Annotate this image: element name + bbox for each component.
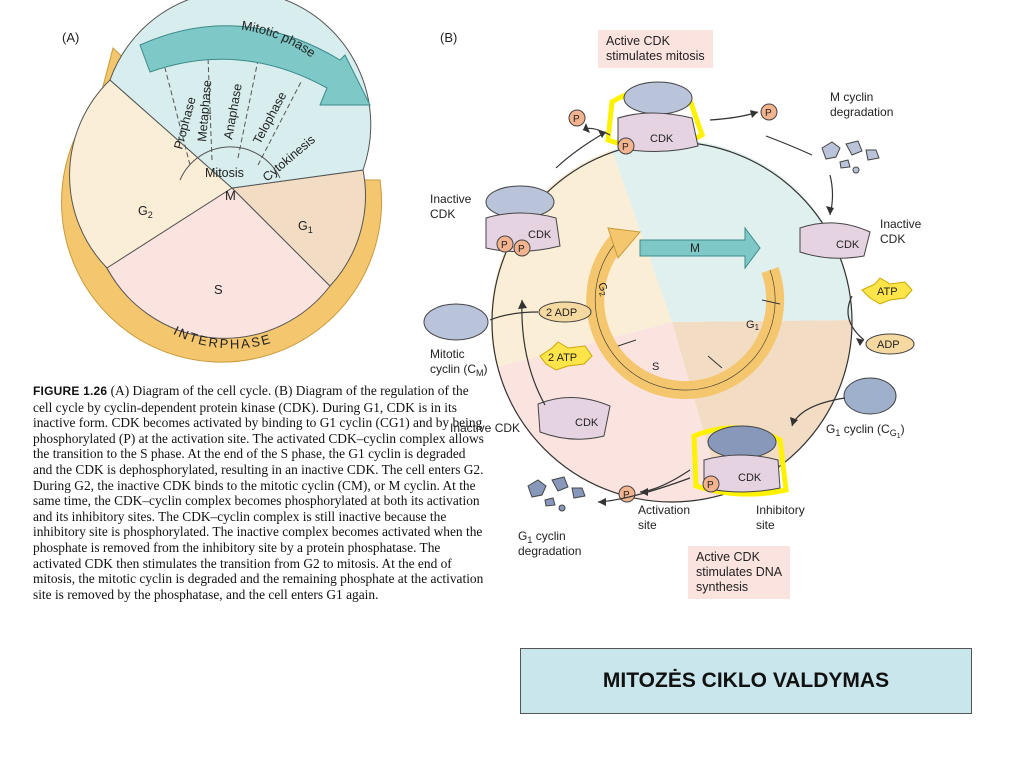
cdk-left-top-label: CDK	[528, 229, 552, 241]
inhibitory-site-line2: site	[756, 518, 775, 532]
mitotic-cyclin-shape	[423, 303, 489, 341]
cell-cycle-diagram: Mitotic phase Prophase Metaphase Anaphas…	[61, 0, 383, 363]
slide-title-box: MITOZĖS CIKLO VALDYMAS	[520, 648, 972, 714]
p-top-label: P	[622, 142, 629, 153]
mitosis-label: Mitosis	[205, 166, 244, 180]
g1-cyclin-deg-line2: degradation	[518, 544, 581, 558]
inner-g2-label: G2	[594, 281, 611, 298]
inactive-cdk-right-line1: Inactive	[880, 217, 922, 231]
s-sector	[106, 187, 331, 339]
m-cyclin-deg-line2: degradation	[830, 105, 893, 119]
m-label: M	[225, 188, 236, 203]
inactive-cdk-right	[799, 222, 871, 259]
arrowheads	[518, 110, 864, 506]
two-atp-burst	[539, 341, 593, 371]
inactive-cdk-top-line1: Inactive	[430, 192, 472, 206]
cdk-top-label: CDK	[650, 133, 674, 145]
g1-sector	[230, 169, 366, 287]
cdk-lower-left-label: CDK	[575, 417, 599, 429]
p-released-top-right-label: P	[765, 108, 772, 119]
p-left-top-2: P	[518, 244, 525, 255]
active-cdk-mitosis-box: Active CDK stimulates mitosis	[598, 30, 713, 68]
adp-right	[865, 333, 915, 355]
atp-right-label: ATP	[877, 286, 898, 298]
inner-s-label: S	[652, 361, 659, 373]
p-released-top-right	[760, 103, 778, 121]
p-released-top-left	[568, 109, 586, 127]
g1-cyclin-deg-line1: G1 cyclin	[518, 529, 566, 545]
mitotic-cyclin-line1: Mitotic	[430, 347, 465, 361]
activation-site-line2: site	[638, 518, 657, 532]
g1-cyclin-shape	[843, 377, 897, 415]
panel-a-label: (A)	[62, 30, 80, 45]
inner-ring-arrowhead	[607, 227, 641, 260]
active-mitosis-line1: Active CDK	[606, 34, 670, 48]
p-left-top-1: P	[501, 240, 508, 251]
inactive-cdk-left-label: Inactive CDK	[450, 421, 520, 435]
inner-m-label: M	[690, 241, 700, 255]
cdk-right-label: CDK	[836, 239, 860, 251]
m-cyclin-fragments	[821, 140, 880, 174]
active-dna-line3: synthesis	[696, 580, 749, 594]
mitotic-cyclin-line2: cyclin (CM)	[430, 362, 488, 378]
inner-g1-label: G1	[746, 319, 760, 332]
active-mitosis-line2: stimulates mitosis	[606, 49, 705, 63]
inner-cycle	[586, 226, 785, 400]
g1-cyclin-label: G1 cyclin (CG1)	[826, 422, 905, 440]
g2-label: G2	[138, 204, 153, 220]
inner-m-arrow	[639, 226, 761, 270]
two-adp	[538, 301, 592, 323]
g1-label: G1	[298, 219, 313, 235]
active-cdk-complex-top	[605, 81, 706, 155]
g2-sector	[69, 79, 233, 269]
two-adp-label: 2 ADP	[546, 307, 577, 319]
adp-right-label: ADP	[877, 339, 900, 351]
s-label: S	[214, 282, 223, 297]
active-dna-line1: Active CDK	[696, 550, 760, 564]
cdk-regulation-diagram: M G2 G1 S CDK P P P M cyclin degradation…	[423, 81, 922, 558]
inactive-cdk-lower-left	[537, 396, 611, 440]
inhibitory-site-line1: Inhibitory	[756, 503, 805, 517]
activation-site-line1: Activation	[638, 503, 690, 517]
phase-dividers	[164, 56, 303, 166]
caption-text: (A) Diagram of the cell cycle. (B) Diagr…	[33, 383, 484, 602]
p-bottom-label: P	[707, 480, 714, 491]
active-dna-line2: stimulates DNA	[696, 565, 783, 579]
inactive-cdk-top-line2: CDK	[430, 207, 455, 221]
figure-caption: FIGURE 1.26 (A) Diagram of the cell cycl…	[33, 383, 488, 602]
cdk-bottom-label: CDK	[738, 472, 762, 484]
active-cdk-dna-box: Active CDK stimulates DNA synthesis	[688, 546, 791, 599]
mitotic-phase-arrow	[139, 25, 371, 106]
p-released-top-left-label: P	[573, 114, 580, 125]
active-cdk-complex-bottom	[691, 425, 789, 497]
figure-number: FIGURE 1.26	[33, 384, 108, 398]
inactive-cdk-right-line2: CDK	[880, 232, 905, 246]
g1-cyclin-fragments	[527, 476, 586, 512]
inactive-cdk-complex-left-top	[485, 185, 561, 257]
slide-title: MITOZĖS CIKLO VALDYMAS	[602, 669, 890, 692]
panel-b-label: (B)	[440, 30, 458, 45]
two-atp-label: 2 ATP	[548, 352, 577, 364]
metaphase-label: Metaphase	[195, 79, 214, 142]
m-cyclin-deg-line1: M cyclin	[830, 90, 873, 104]
p-released-bottom-label: P	[623, 490, 630, 501]
atp-burst-right	[861, 277, 913, 305]
